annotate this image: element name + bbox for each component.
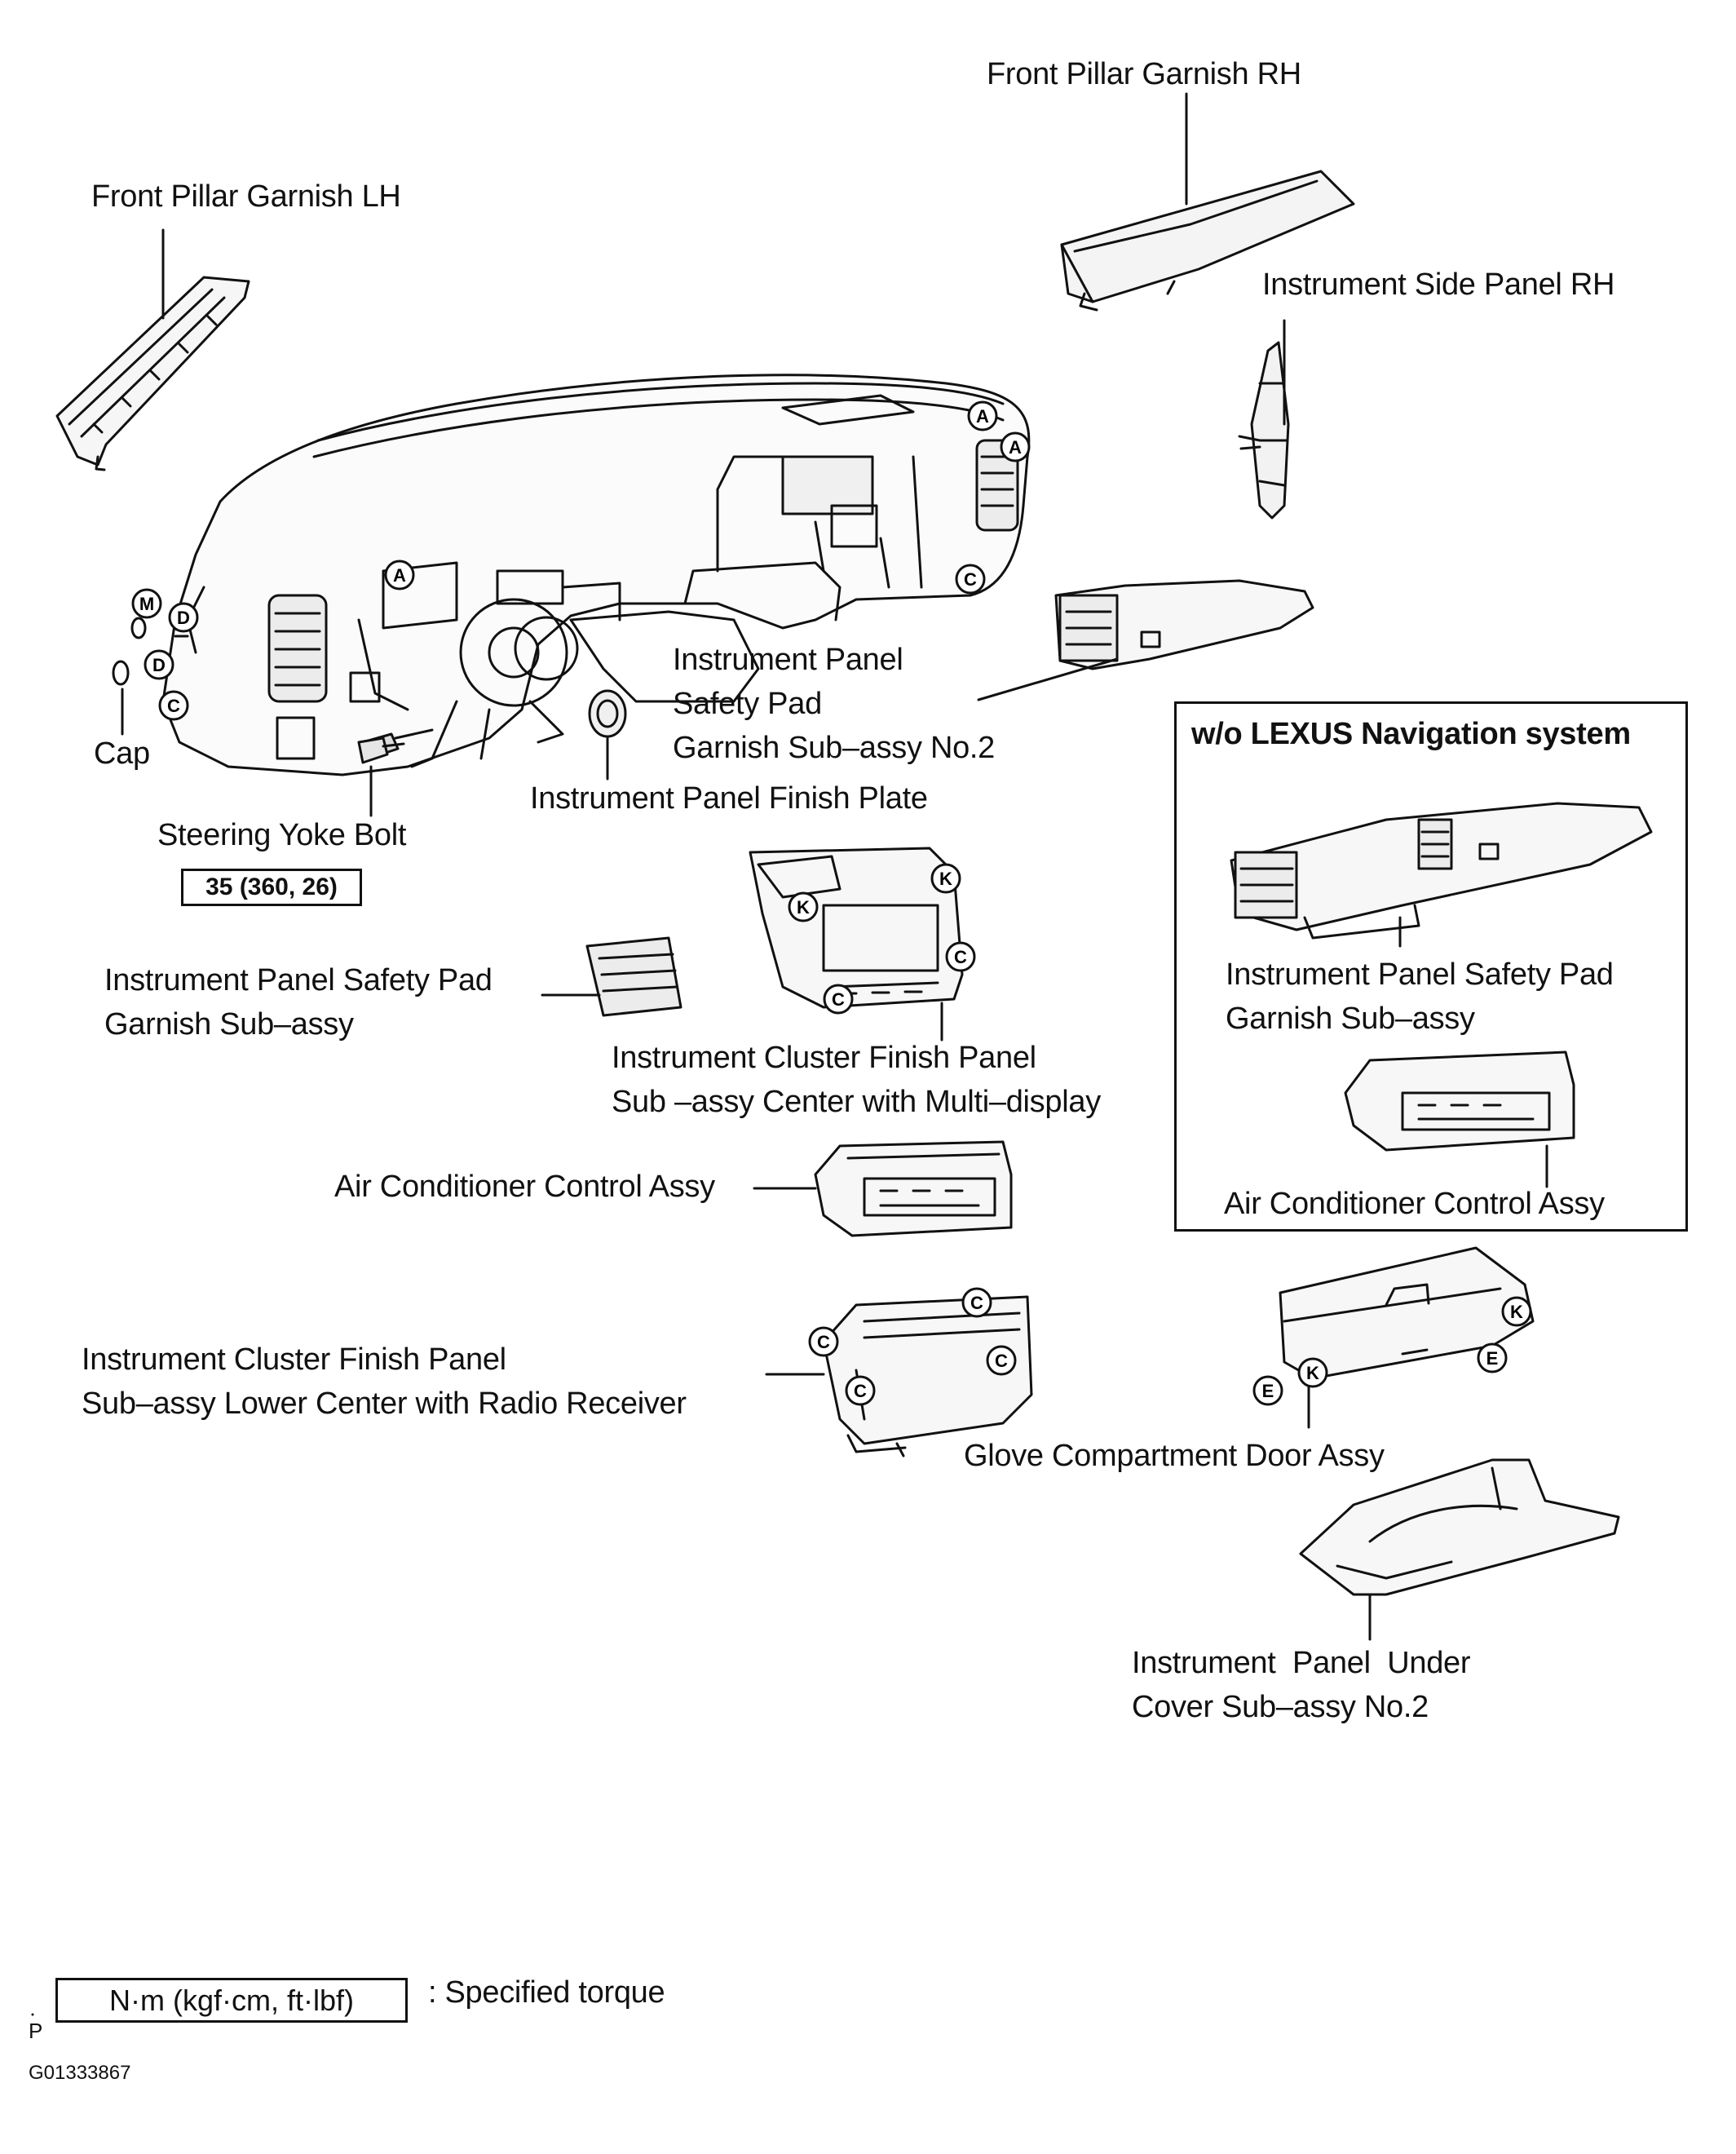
- glove-door-drawing: [1279, 1246, 1535, 1380]
- cap-part: [112, 660, 130, 686]
- label-safety-pad-garnish-line1: Instrument Panel Safety Pad: [104, 963, 493, 997]
- label-cluster-finish-lower-line1: Instrument Cluster Finish Panel: [82, 1342, 506, 1377]
- label-ac-control: Air Conditioner Control Assy: [334, 1170, 715, 1204]
- legend-text: : Specified torque: [428, 1975, 665, 2010]
- safety-pad-garnish-drawing: [585, 936, 682, 1017]
- svg-text:A: A: [1009, 437, 1022, 458]
- label-safety-pad-garnish-line2: Garnish Sub–assy: [104, 1007, 354, 1042]
- svg-text:D: D: [152, 655, 166, 675]
- label-cap: Cap: [94, 736, 150, 771]
- label-cluster-finish-center-line1: Instrument Cluster Finish Panel: [612, 1041, 1036, 1075]
- callout-E-1: E: [1477, 1342, 1508, 1373]
- inset-label-safety-pad-line1: Instrument Panel Safety Pad: [1226, 958, 1614, 992]
- label-glove-door: Glove Compartment Door Assy: [964, 1439, 1385, 1473]
- svg-text:K: K: [1510, 1302, 1523, 1322]
- callout-C-5: C: [961, 1287, 992, 1318]
- svg-text:C: C: [832, 989, 845, 1010]
- label-front-pillar-lh: Front Pillar Garnish LH: [91, 179, 401, 214]
- label-under-cover-line2: Cover Sub–assy No.2: [1132, 1690, 1429, 1724]
- svg-text:C: C: [995, 1351, 1008, 1371]
- svg-text:A: A: [393, 565, 406, 586]
- callout-A-2: A: [1000, 431, 1031, 462]
- callout-K-4: K: [1297, 1357, 1328, 1388]
- label-cluster-finish-center-line2: Sub –assy Center with Multi–display: [612, 1085, 1101, 1119]
- svg-text:D: D: [177, 608, 190, 628]
- label-safety-pad-no2-line3: Garnish Sub–assy No.2: [673, 731, 996, 765]
- inset-ac-control-drawing: [1344, 1050, 1575, 1152]
- inset-without-navigation: w/o LEXUS Navigation system Instrument P…: [1174, 701, 1688, 1232]
- callout-C-7: C: [986, 1345, 1017, 1376]
- callout-K-2: K: [788, 891, 819, 922]
- figure-code: G01333867: [29, 2062, 131, 2084]
- svg-text:E: E: [1262, 1381, 1274, 1401]
- label-under-cover-line1: Instrument Panel Under: [1132, 1646, 1471, 1680]
- p-mark: P: [29, 2019, 43, 2043]
- svg-text:A: A: [976, 406, 989, 427]
- callout-A-3: A: [384, 560, 415, 590]
- callout-E-2: E: [1252, 1375, 1283, 1406]
- svg-text:C: C: [817, 1332, 830, 1352]
- callout-C-4: C: [823, 984, 854, 1015]
- inset-safety-pad-drawing: [1230, 802, 1653, 940]
- front-pillar-rh-drawing: [1060, 170, 1355, 312]
- callout-K-3: K: [1501, 1296, 1532, 1327]
- callout-K-1: K: [930, 863, 961, 894]
- label-steering-yoke-bolt: Steering Yoke Bolt: [157, 818, 407, 852]
- callout-M: M: [131, 588, 162, 619]
- cluster-finish-lower-drawing: [822, 1295, 1033, 1457]
- finish-plate-drawing: [588, 689, 627, 738]
- inset-title: w/o LEXUS Navigation system: [1191, 717, 1631, 751]
- inset-label-safety-pad-line2: Garnish Sub–assy: [1226, 1002, 1475, 1036]
- svg-text:E: E: [1486, 1348, 1499, 1369]
- dashboard-drawing: [161, 374, 1031, 776]
- callout-C-8: C: [845, 1375, 876, 1406]
- safety-pad-garnish-no2-drawing: [1054, 579, 1314, 670]
- label-cluster-finish-lower-line2: Sub–assy Lower Center with Radio Receive…: [82, 1387, 687, 1421]
- svg-text:C: C: [854, 1381, 867, 1401]
- steering-yoke-bolt-drawing: [357, 736, 405, 764]
- label-front-pillar-rh: Front Pillar Garnish RH: [987, 57, 1301, 91]
- legend-unit-box: N·m (kgf·cm, ft·lbf): [55, 1978, 408, 2023]
- svg-text:K: K: [797, 897, 810, 918]
- inset-label-ac-control: Air Conditioner Control Assy: [1224, 1187, 1605, 1221]
- svg-text:K: K: [939, 869, 952, 889]
- svg-text:C: C: [970, 1293, 983, 1313]
- callout-C-1: C: [955, 564, 986, 595]
- svg-text:K: K: [1306, 1363, 1319, 1383]
- callout-D-1: D: [168, 602, 199, 633]
- label-safety-pad-no2-line2: Safety Pad: [673, 687, 822, 721]
- svg-text:C: C: [954, 947, 967, 967]
- svg-text:C: C: [964, 569, 977, 590]
- label-finish-plate: Instrument Panel Finish Plate: [530, 781, 928, 816]
- front-pillar-lh-drawing: [55, 276, 250, 471]
- label-safety-pad-no2-line1: Instrument Panel: [673, 643, 903, 677]
- svg-text:C: C: [167, 696, 180, 716]
- callout-C-2: C: [158, 690, 189, 721]
- svg-text:M: M: [139, 594, 154, 614]
- callout-C-3: C: [945, 941, 976, 972]
- side-panel-rh-drawing: [1238, 341, 1290, 520]
- ac-control-drawing: [814, 1140, 1013, 1237]
- leader-safety-pad-no2: [977, 657, 1119, 701]
- steering-yoke-torque-box: 35 (360, 26): [181, 869, 362, 906]
- callout-C-6: C: [808, 1326, 839, 1357]
- label-side-panel-rh: Instrument Side Panel RH: [1262, 268, 1615, 302]
- under-cover-drawing: [1299, 1458, 1620, 1596]
- callout-D-2: D: [144, 649, 174, 680]
- callout-A-1: A: [967, 400, 998, 431]
